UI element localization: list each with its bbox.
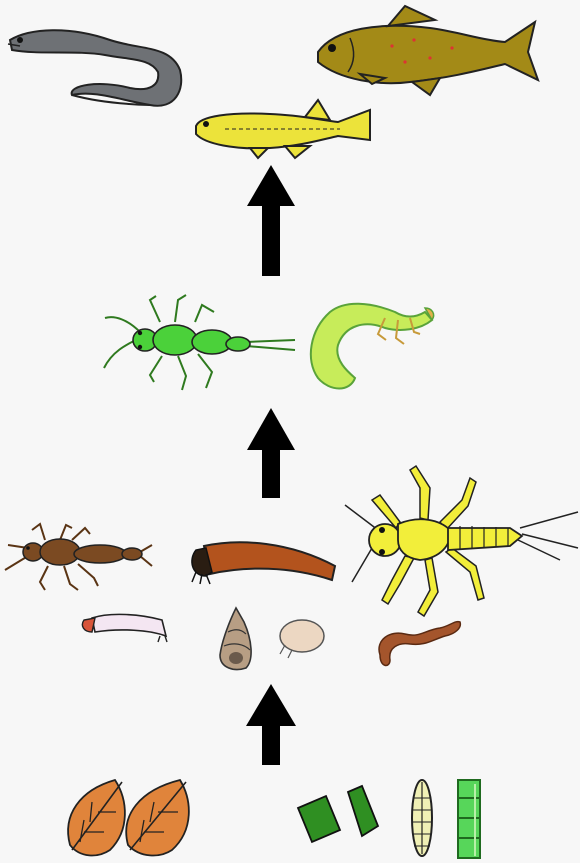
midge-larva-icon (82, 614, 167, 642)
brown-stonefly-nymph-icon (5, 524, 152, 590)
worm-icon (379, 622, 460, 666)
leaf-litter-icon (68, 780, 189, 855)
arrow-predators-to-fish (247, 165, 295, 276)
yellow-mayfly-nymph-icon (345, 466, 578, 616)
arrow-basal-to-consumers (246, 684, 296, 765)
green-stonefly-nymph-icon (104, 295, 295, 390)
ostracod-icon (280, 620, 324, 658)
algae-icon (298, 786, 378, 842)
eel-icon (8, 30, 181, 106)
cased-caddis-icon (192, 542, 335, 584)
green-caddis-larva-icon (311, 304, 434, 389)
snail-shell-icon (220, 608, 251, 669)
trout-icon (318, 6, 538, 95)
diatom-icon (412, 780, 432, 856)
yellow-fish-icon (196, 100, 370, 158)
arrow-consumers-to-predators (247, 408, 295, 498)
filamentous-algae-icon (458, 780, 480, 858)
